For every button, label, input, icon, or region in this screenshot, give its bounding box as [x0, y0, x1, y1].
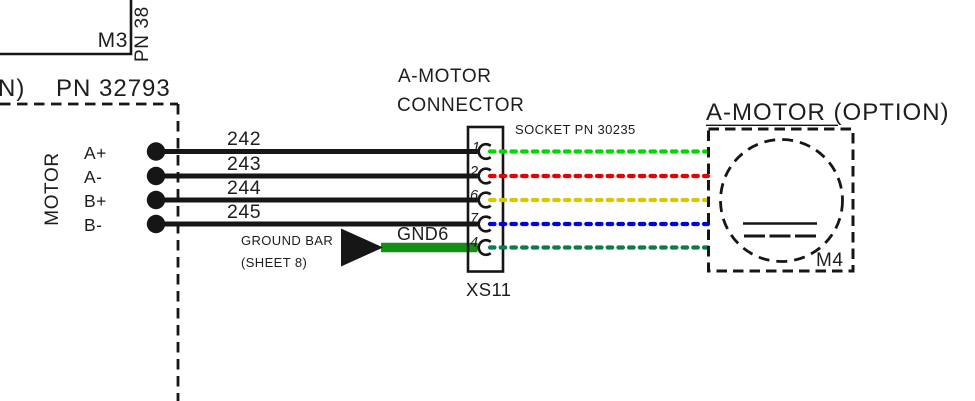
terminal-dot-a-minus	[146, 166, 166, 186]
pin-number-2: 2	[470, 164, 479, 180]
motor-option-title: A-MOTOR (OPTION)	[706, 99, 950, 126]
wire-number-245: 245	[227, 201, 262, 223]
pn38-vertical-label: PN 38	[132, 6, 153, 62]
ground-sheet-ref: (SHEET 8)	[241, 255, 308, 270]
socket-part-number: SOCKET PN 30235	[515, 122, 636, 137]
terminal-label-a-minus: A-	[84, 167, 103, 187]
terminal-label-a-plus: A+	[84, 143, 107, 163]
socket-arc-pin-7	[477, 215, 492, 233]
left-module-part-number: PN 32793	[56, 75, 171, 102]
connector-title-line1: A-MOTOR	[398, 66, 492, 87]
pin-number-6: 6	[470, 188, 479, 204]
ground-bar-arrow-icon	[341, 228, 383, 267]
terminal-label-b-plus: B+	[84, 191, 107, 211]
terminal-label-b-minus: B-	[84, 215, 103, 235]
socket-arc-pin-6	[477, 191, 492, 209]
terminal-dot-b-minus	[146, 214, 166, 234]
motor-option-dashed-box	[707, 127, 855, 273]
m3-designator: M3	[97, 29, 128, 52]
wire-number-244: 244	[227, 177, 262, 199]
socket-arc-pin-4	[477, 238, 492, 257]
socket-arc-pin-2	[477, 167, 492, 185]
left-module-title-fragment: N)	[0, 75, 26, 102]
connector-designator: XS11	[466, 279, 512, 300]
pin-number-4: 4	[470, 235, 479, 251]
motor-designator: M4	[816, 250, 844, 271]
wire-number-gnd6: GND6	[397, 224, 449, 244]
motor-circle-symbol	[719, 138, 844, 263]
terminal-dot-b-plus	[146, 190, 166, 210]
m3-box-corner	[0, 0, 133, 56]
left-module-dashed-border	[0, 102, 180, 401]
wire-number-243: 243	[227, 153, 262, 175]
socket-arc-pin-1	[477, 142, 492, 161]
connector-title-line2: CONNECTOR	[397, 95, 525, 116]
motor-group-label: MOTOR	[42, 152, 63, 226]
wire-number-242: 242	[227, 128, 262, 150]
pin-number-1: 1	[472, 140, 481, 156]
pin-number-7: 7	[470, 211, 479, 227]
terminal-dot-a-plus	[146, 142, 166, 161]
ground-bar-label: GROUND BAR	[241, 233, 334, 248]
